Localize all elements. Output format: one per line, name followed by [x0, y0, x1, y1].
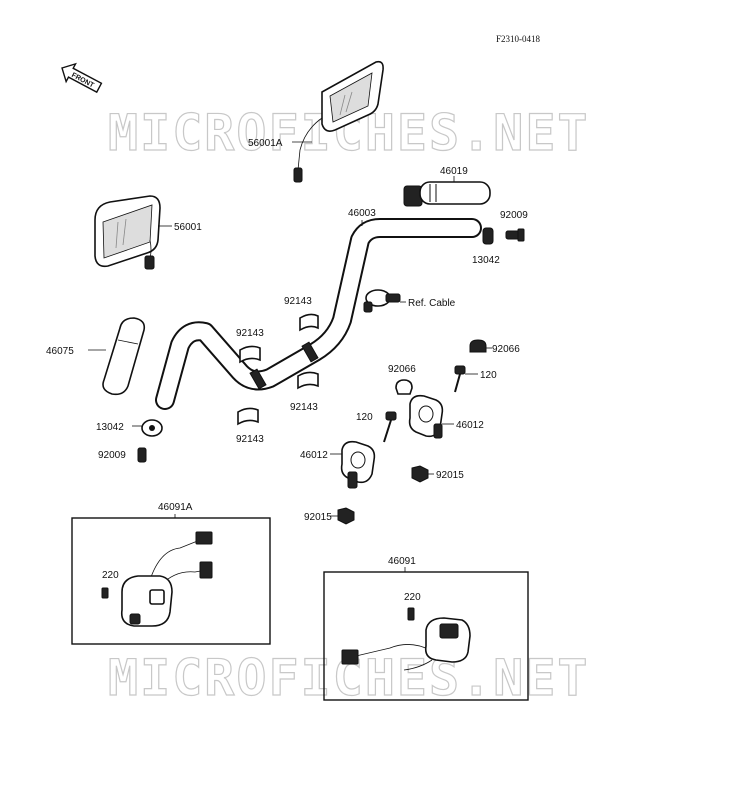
screw-end-left [137, 447, 147, 463]
label-mirror-right: 56001A [248, 138, 283, 149]
label-screw-end-right: 92009 [500, 210, 528, 221]
left-switch-assembly [120, 531, 213, 627]
right-switch-assembly [341, 617, 471, 671]
label-screw-end-left: 92009 [98, 450, 126, 461]
label-damper-lower: 92143 [236, 434, 264, 445]
label-handlebar: 46003 [348, 208, 376, 219]
label-weight-right: 13042 [472, 255, 500, 266]
label-grip-left: 46075 [46, 346, 74, 357]
label-mirror-left: 56001 [174, 222, 202, 233]
cap-right [469, 339, 487, 353]
right-switch-box [323, 571, 529, 701]
holder-left [340, 440, 376, 489]
label-screw-right-switch: 220 [404, 592, 421, 603]
label-left-switch-box: 46091A [158, 502, 193, 513]
label-damper-mid-left: 92143 [236, 328, 264, 339]
label-cap-right: 92066 [492, 344, 520, 355]
mirror-right [293, 60, 384, 183]
label-nut-right: 92015 [436, 470, 464, 481]
label-bolt-right: 120 [480, 370, 497, 381]
damper-mid-right [297, 371, 319, 390]
grip-left [102, 317, 146, 396]
cable-clamp [363, 289, 401, 313]
mirror-left [94, 195, 161, 270]
label-damper-upper: 92143 [284, 296, 312, 307]
screw-right-switch [407, 607, 415, 621]
label-cap-left: 92066 [388, 364, 416, 375]
weight-right [482, 227, 494, 245]
nut-right [411, 465, 429, 483]
weight-left [141, 419, 163, 437]
damper-lower [237, 407, 259, 426]
screw-left-switch [101, 587, 109, 599]
screw-end-right [505, 228, 525, 242]
label-bolt-left: 120 [356, 412, 373, 423]
cap-left [395, 379, 413, 395]
damper-upper [299, 313, 319, 332]
label-nut-left: 92015 [304, 512, 332, 523]
label-throttle-grip: 46019 [440, 166, 468, 177]
label-holder-right: 46012 [456, 420, 484, 431]
bolt-right [454, 365, 466, 393]
diagram-code: F2310-0418 [496, 34, 541, 44]
bolt-left [383, 411, 397, 443]
handlebar [155, 218, 482, 410]
label-ref-cable: Ref. Cable [408, 298, 456, 309]
label-right-switch-box: 46091 [388, 556, 416, 567]
holder-right [408, 394, 444, 439]
damper-mid-left [239, 345, 261, 364]
front-arrow-icon: FRONT [61, 62, 103, 94]
left-switch-box [71, 517, 271, 645]
label-weight-left: 13042 [96, 422, 124, 433]
label-screw-left-switch: 220 [102, 570, 119, 581]
label-damper-mid-right: 92143 [290, 402, 318, 413]
label-holder-left: 46012 [300, 450, 328, 461]
throttle-grip [403, 181, 491, 207]
nut-left [337, 507, 355, 525]
